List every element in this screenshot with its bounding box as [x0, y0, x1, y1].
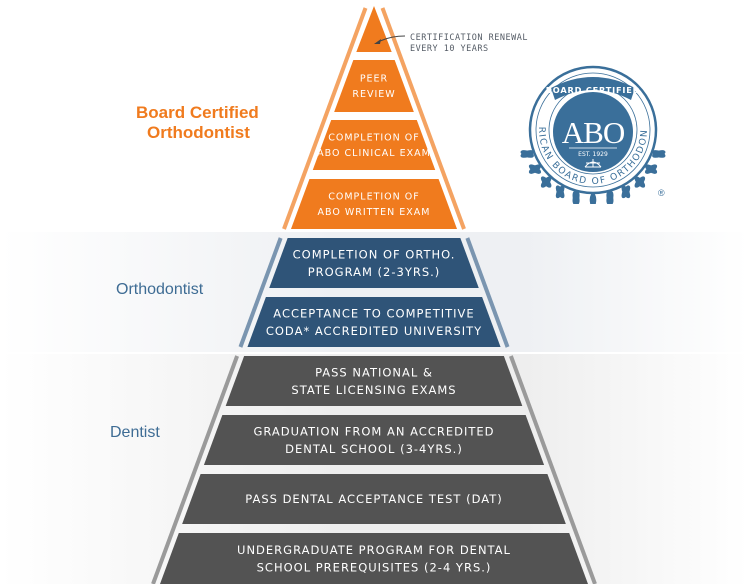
- pyramid-segment-4: COMPLETION OF ABO WRITTEN EXAM: [290, 179, 458, 229]
- pyramid-segment-label: PROGRAM (2-3YRS.): [308, 265, 441, 279]
- pyramid-segment-label: PASS DENTAL ACCEPTANCE TEST (DAT): [245, 492, 502, 506]
- seal-monogram: ABO: [562, 115, 625, 150]
- laurel-leaf: [652, 150, 666, 158]
- board-certified-label-line1: Board Certified: [136, 103, 259, 122]
- pyramid-segment-fill: [312, 120, 436, 170]
- pyramid-segments: PEER REVIEW COMPLETION OF ABO CLINICAL EXAM…: [160, 6, 588, 584]
- laurel-leaf: [644, 164, 658, 174]
- pyramid-segment-label: DENTAL SCHOOL (3-4YRS.): [285, 442, 463, 456]
- pyramid-segment-label: COMPLETION OF ORTHO.: [293, 247, 456, 261]
- pyramid-segment-10: UNDERGRADUATE PROGRAM FOR DENTAL SCHOOL P…: [160, 533, 588, 584]
- seal-top-text: BOARD CERTIFIED: [546, 85, 640, 95]
- pyramid-segment-label: ACCEPTANCE TO COMPETITIVE: [273, 306, 474, 320]
- seal-graphic: AMERICAN BOARD OF ORTHODONTICS BOARD CER…: [508, 48, 666, 207]
- board-certified-label-line2: Orthodontist: [147, 123, 250, 142]
- renewal-annotation-line2: EVERY 10 YEARS: [410, 44, 489, 54]
- renewal-annotation: CERTIFICATION RENEWAL EVERY 10 YEARS: [410, 33, 528, 55]
- pyramid-segment-fill: [290, 179, 458, 229]
- laurel-leaf: [540, 176, 552, 188]
- pyramid-segment-fill: [269, 238, 479, 288]
- pyramid-segment-3: COMPLETION OF ABO CLINICAL EXAM: [312, 120, 436, 170]
- pyramid-edge-right: [465, 237, 510, 348]
- pyramid-segment-fill: [203, 415, 545, 465]
- pyramid-edge-left: [151, 355, 240, 584]
- laurel-wreath-icon: [520, 150, 666, 207]
- pyramid-edge-left: [282, 7, 368, 230]
- pyramid-edge-right: [508, 355, 597, 584]
- pyramid-segment-fill: [356, 6, 392, 52]
- laurel-leaf: [589, 193, 597, 207]
- pyramid-segment-9: PASS DENTAL ACCEPTANCE TEST (DAT): [182, 474, 566, 524]
- pyramid-segment-fill: [334, 60, 414, 112]
- renewal-annotation-line1: CERTIFICATION RENEWAL: [410, 33, 528, 43]
- pyramid-segment-label: COMPLETION OF: [328, 192, 419, 203]
- pyramid-segment-label: CODA* ACCREDITED UNIVERSITY: [266, 324, 482, 338]
- orthodontist-label: Orthodontist: [116, 281, 204, 298]
- dentist-label: Dentist: [110, 424, 160, 441]
- pyramid-segment-label: ABO WRITTEN EXAM: [318, 207, 431, 218]
- laurel-leaf: [621, 185, 631, 199]
- pyramid-segment-label: REVIEW: [352, 89, 395, 100]
- seal-emblem-icon: [584, 159, 602, 168]
- pyramid-segment-fill: [247, 297, 501, 347]
- pyramid-segment-7: PASS NATIONAL & STATE LICENSING EXAMS: [225, 356, 523, 406]
- arrow-left-icon: [374, 35, 406, 44]
- seal-est-text: EST. 1929: [578, 151, 608, 158]
- laurel-leaf: [572, 191, 580, 205]
- pyramid-segment-label: ABO CLINICAL EXAM: [317, 148, 431, 159]
- pyramid-outline-layer: [151, 7, 597, 584]
- board-certified-label: Board Certified Orthodontist: [136, 103, 286, 143]
- laurel-leaf: [520, 150, 534, 158]
- laurel-leaf: [606, 191, 614, 205]
- pyramid-segment-label: PEER: [360, 74, 388, 85]
- abo-seal: AMERICAN BOARD OF ORTHODONTICS BOARD CER…: [508, 48, 673, 207]
- pyramid-segment-label: GRADUATION FROM AN ACCREDITED: [253, 424, 494, 438]
- pyramid-segment-fill: [160, 533, 588, 584]
- registered-mark: ®: [658, 188, 665, 198]
- pyramid-edge-left: [238, 237, 283, 348]
- pyramid-segment-label: COMPLETION OF: [328, 133, 419, 144]
- pyramid-segment-5: COMPLETION OF ORTHO. PROGRAM (2-3YRS.): [269, 238, 479, 288]
- pyramid-edge-right: [380, 7, 466, 230]
- pyramid-segment-fill: [225, 356, 523, 406]
- pyramid-segment-8: GRADUATION FROM AN ACCREDITED DENTAL SCHO…: [203, 415, 545, 465]
- laurel-leaf: [555, 185, 565, 199]
- laurel-leaf: [528, 164, 542, 174]
- laurel-leaf: [634, 176, 646, 188]
- pyramid-segment-2: PEER REVIEW: [334, 60, 414, 112]
- pyramid-segment-label: SCHOOL PREREQUISITES (2-4 YRS.): [257, 560, 492, 574]
- pyramid-segment-label: UNDERGRADUATE PROGRAM FOR DENTAL: [237, 543, 511, 557]
- pyramid-segment-1: [356, 6, 392, 52]
- pyramid-segment-fill: [182, 474, 566, 524]
- pyramid-segment-label: PASS NATIONAL &: [315, 365, 433, 379]
- pyramid-segment-label: STATE LICENSING EXAMS: [291, 383, 456, 397]
- pyramid-segment-6: ACCEPTANCE TO COMPETITIVE CODA* ACCREDITE…: [247, 297, 501, 347]
